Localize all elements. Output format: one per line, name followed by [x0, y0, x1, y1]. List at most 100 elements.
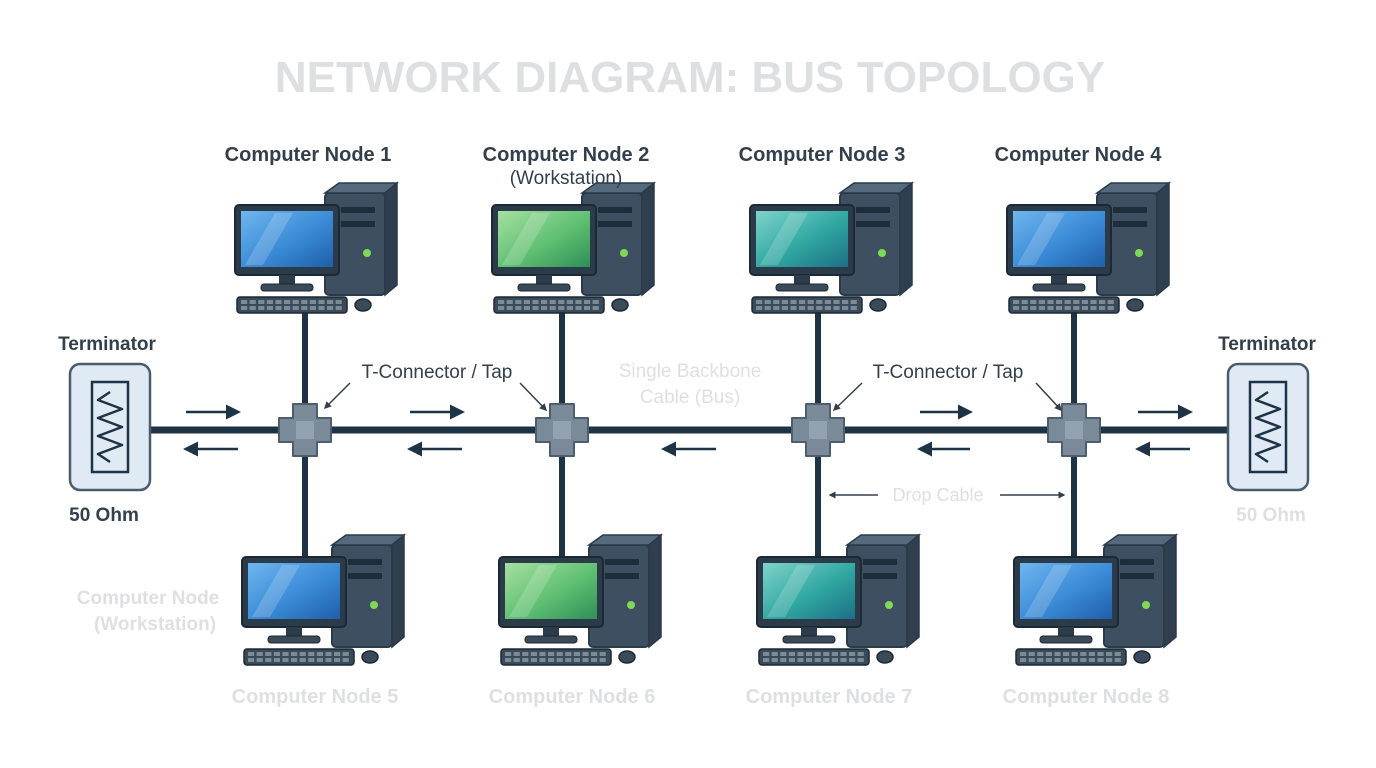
keyboard-key	[1097, 658, 1104, 662]
desktop-computer-icon	[498, 533, 664, 666]
keyboard-key	[584, 306, 591, 310]
drive-bay	[341, 207, 375, 213]
keyboard-key	[573, 652, 580, 656]
terminator-frame	[90, 380, 130, 474]
keyboard-key	[539, 652, 546, 656]
keyboard-key	[266, 306, 273, 310]
keyboard-key	[1021, 306, 1028, 310]
monitor-base	[524, 635, 578, 644]
monitor-neck	[1051, 275, 1067, 285]
keyboard-key	[299, 658, 306, 662]
tower-side	[641, 181, 655, 297]
monitor-base	[517, 283, 571, 292]
mouse	[361, 650, 379, 664]
keyboard-key	[773, 306, 780, 310]
keyboard-key	[523, 306, 530, 310]
keyboard-key	[592, 300, 599, 304]
t-connector-icon	[791, 403, 845, 457]
keyboard-key	[1080, 658, 1087, 662]
monitor-base	[1032, 283, 1086, 292]
keyboard-key	[558, 306, 565, 310]
keyboard-key	[335, 306, 342, 310]
node-label-4: Computer Node 4	[995, 144, 1163, 166]
monitor-screen	[241, 211, 333, 267]
keyboard-key	[291, 658, 298, 662]
tower-side	[1156, 181, 1170, 297]
keyboard	[751, 296, 863, 314]
keyboard-key	[334, 658, 341, 662]
power-led	[370, 601, 378, 609]
keyboard-key	[318, 306, 325, 310]
node-label-5: Computer Node 5	[232, 686, 399, 708]
keyboard-key	[823, 652, 830, 656]
keyboard-key	[582, 652, 589, 656]
terminator-right	[1226, 362, 1310, 492]
screen-glare	[502, 213, 550, 265]
keyboard-key	[566, 306, 573, 310]
tap-pointer-right-a	[832, 382, 863, 412]
keyboard-key	[282, 652, 289, 656]
keyboard-key	[549, 306, 556, 310]
keyboard	[243, 648, 355, 666]
keyboard-key	[530, 658, 537, 662]
keyboard-key	[1056, 306, 1063, 310]
keyboard-key	[541, 306, 548, 310]
drop-cable-label: Drop Cable	[892, 485, 983, 505]
drive-bay	[348, 573, 382, 579]
keyboard-key	[816, 306, 823, 310]
monitor-screen	[248, 563, 340, 619]
keyboard-key	[292, 306, 299, 310]
monitor-neck	[794, 275, 810, 285]
power-led	[1135, 249, 1143, 257]
keyboard-key	[1090, 300, 1097, 304]
keyboard-key	[1045, 652, 1052, 656]
keyboard-key	[833, 306, 840, 310]
mouse	[354, 298, 372, 312]
arrows-layer	[183, 404, 1193, 457]
keyboard-key	[824, 300, 831, 304]
keyboard-key	[857, 658, 864, 662]
keyboard-key	[857, 652, 864, 656]
keyboard-key	[575, 300, 582, 304]
keyboard-key	[814, 652, 821, 656]
keyboard-key	[241, 300, 248, 304]
desktop-computer-icon	[241, 533, 407, 666]
keyboard-key	[1047, 306, 1054, 310]
keyboard-key	[850, 300, 857, 304]
keyboard-key	[842, 300, 849, 304]
terminator-left-value: 50 Ohm	[69, 505, 139, 526]
keyboard-key	[1021, 300, 1028, 304]
keyboard-key	[592, 306, 599, 310]
terminator-body	[68, 362, 152, 492]
keyboard-key	[599, 652, 606, 656]
drive-bay	[605, 559, 639, 565]
keyboard-key	[840, 652, 847, 656]
keyboard-key	[541, 300, 548, 304]
drive-bay	[1120, 573, 1154, 579]
keyboard-key	[265, 652, 272, 656]
keyboard-key	[275, 300, 282, 304]
monitor-screen	[763, 563, 855, 619]
keyboard-key	[539, 658, 546, 662]
keyboard-key	[1107, 306, 1114, 310]
keyboard-key	[1081, 306, 1088, 310]
power-led	[363, 249, 371, 257]
backbone-label-line1: Single Backbone	[619, 361, 762, 382]
node-label-1: Computer Node 1	[225, 144, 392, 166]
keyboard-key	[840, 658, 847, 662]
keyboard-key	[284, 306, 291, 310]
keyboard-key	[1028, 652, 1035, 656]
keyboard-key	[1106, 658, 1113, 662]
keyboard-key	[1054, 658, 1061, 662]
side-node-label-line1: Computer Node	[77, 588, 220, 609]
keyboard-key	[824, 306, 831, 310]
keyboard-key	[763, 652, 770, 656]
keyboard-key	[1114, 658, 1121, 662]
monitor-neck	[279, 275, 295, 285]
resistor-icon	[1254, 390, 1282, 464]
keyboard-key	[498, 306, 505, 310]
keyboard-key	[275, 306, 282, 310]
keyboard-key	[325, 652, 332, 656]
tap-label-left: T-Connector / Tap	[362, 362, 513, 383]
